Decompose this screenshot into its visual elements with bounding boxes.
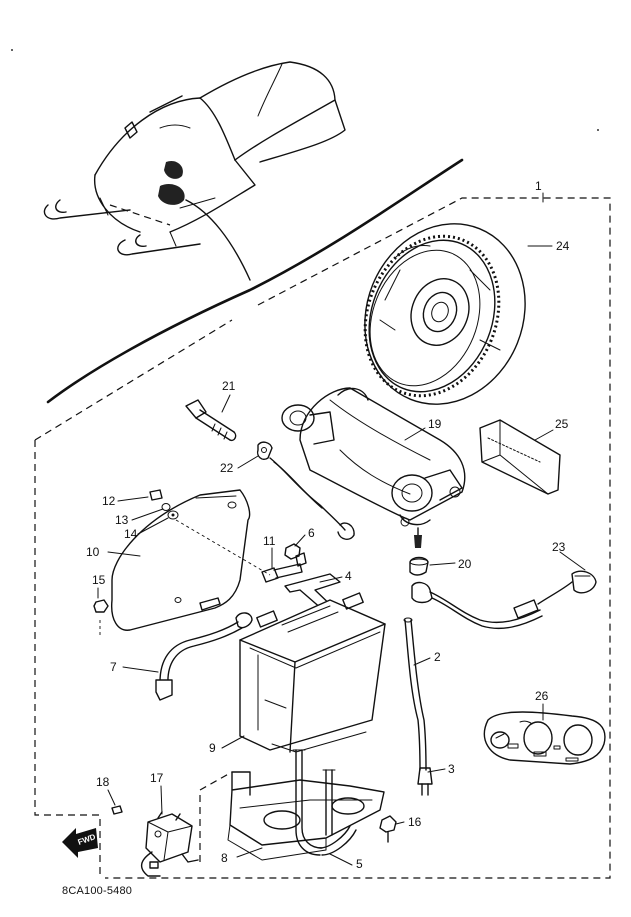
part-11-bolt <box>261 552 307 583</box>
callout-14: 14 <box>124 527 138 541</box>
part-22-cable <box>256 441 355 540</box>
part-26-panel <box>483 711 606 765</box>
scan-speck <box>11 49 13 51</box>
callout-5: 5 <box>356 857 363 871</box>
callout-24: 24 <box>556 239 570 253</box>
part-24-flywheel <box>363 223 526 405</box>
callout-labels: 1 24 21 22 19 25 12 13 14 10 15 11 6 4 2… <box>86 179 570 871</box>
scan-speck <box>597 129 599 131</box>
callout-7: 7 <box>110 660 117 674</box>
part-25-block <box>479 419 561 495</box>
callout-12: 12 <box>102 494 116 508</box>
part-16-bolt <box>379 815 397 843</box>
parts-12-14-screw-washers <box>149 489 271 576</box>
callout-26: 26 <box>535 689 549 703</box>
tray-bracket-outline <box>199 771 233 862</box>
callout-23: 23 <box>552 540 566 554</box>
callout-15: 15 <box>92 573 106 587</box>
callout-6: 6 <box>308 526 315 540</box>
fwd-arrow: FWD <box>62 828 98 858</box>
snowmobile-illustration <box>43 61 346 281</box>
callout-22: 22 <box>220 461 234 475</box>
part-8-battery-tray <box>227 771 385 861</box>
callout-11: 11 <box>263 534 276 548</box>
part-2-hose <box>403 617 427 771</box>
callout-19: 19 <box>428 417 442 431</box>
part-23-lead-wire <box>411 570 597 630</box>
callout-2: 2 <box>434 650 441 664</box>
callout-3: 3 <box>448 762 455 776</box>
callout-16: 16 <box>408 815 422 829</box>
part-9-battery <box>239 592 386 753</box>
part-19-starter-motor <box>281 387 466 548</box>
part-7-battery-cable <box>155 612 253 701</box>
callout-21: 21 <box>222 379 236 393</box>
part-15-nut <box>93 599 109 635</box>
callout-8: 8 <box>221 851 228 865</box>
callout-leaders <box>97 192 586 866</box>
separator-line <box>46 158 464 404</box>
assembly-boundary <box>34 197 611 879</box>
callout-20: 20 <box>458 557 472 571</box>
callout-9: 9 <box>209 741 216 755</box>
callout-10: 10 <box>86 545 100 559</box>
callout-17: 17 <box>150 771 164 785</box>
callout-13: 13 <box>115 513 129 527</box>
part-20-cap <box>409 556 429 576</box>
part-3-hose-end <box>417 767 433 796</box>
part-21-bolt <box>185 399 237 442</box>
callout-4: 4 <box>345 569 352 583</box>
callout-25: 25 <box>555 417 569 431</box>
part-18-screw <box>111 805 123 815</box>
callout-18: 18 <box>96 775 110 789</box>
part-17-relay <box>141 811 199 877</box>
drawing-code: 8CA100-5480 <box>62 885 132 897</box>
callout-1: 1 <box>535 179 542 193</box>
part-6-nut <box>284 543 301 560</box>
part-5-bracket-rod <box>292 749 357 856</box>
part-10-cover-plate <box>111 489 251 631</box>
